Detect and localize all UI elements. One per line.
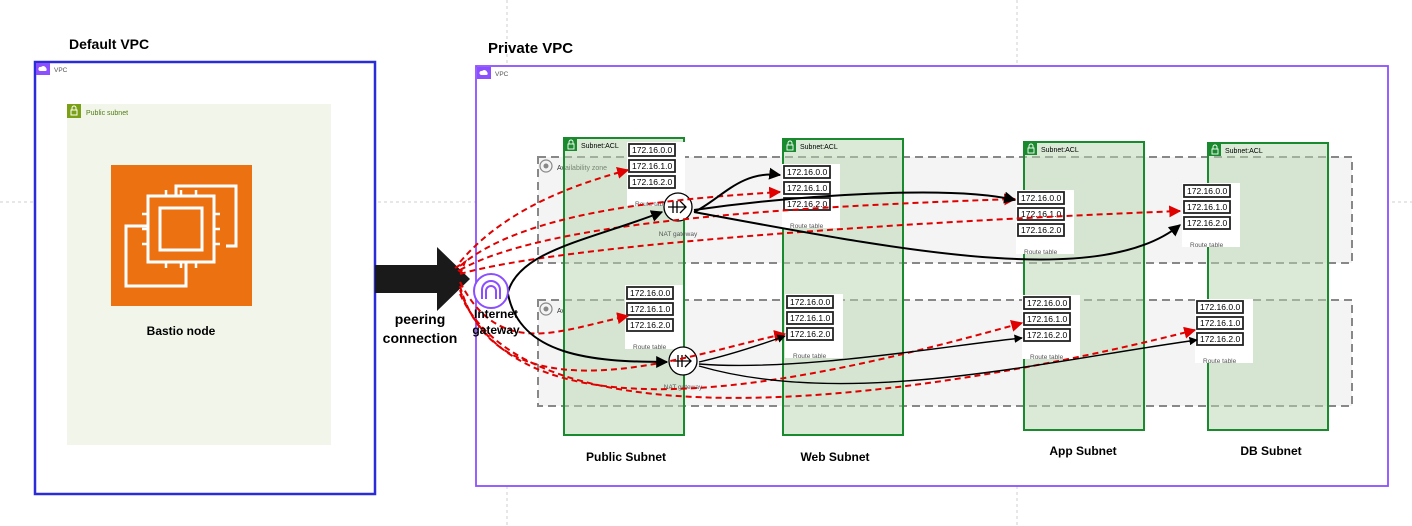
cidr-text: 172.16.0.0	[1027, 298, 1067, 308]
internet-gateway-label-line2: gateway	[472, 323, 520, 337]
availability-zone-icon	[539, 159, 553, 173]
route-table-label: Route table	[1203, 358, 1237, 365]
peering-label-line1: peering	[395, 311, 446, 327]
cidr-entry	[783, 165, 831, 179]
nat-gateway-label: NAT gateway	[659, 231, 698, 238]
private-vpc-title: Private VPC	[488, 40, 573, 57]
vpc-cloud-icon	[36, 63, 50, 75]
cidr-text: 172.16.2.0	[790, 329, 830, 339]
cidr-entry	[628, 159, 676, 173]
cidr-entry	[786, 295, 834, 309]
cidr-entry	[628, 143, 676, 157]
acl-label: Subnet:ACL	[1041, 147, 1079, 154]
cidr-entry	[1183, 184, 1231, 198]
subnet-title-public: Public Subnet	[586, 450, 666, 464]
route-arrows-red	[453, 166, 1197, 399]
cidr-text: 172.16.1.0	[630, 304, 670, 314]
peering-arrow	[375, 247, 470, 311]
cidr-entry	[786, 311, 834, 325]
cidr-text: 172.16.2.0	[1027, 330, 1067, 340]
route-table-label: Route table	[1024, 249, 1058, 256]
cidr-entry	[1183, 216, 1231, 230]
acl-label: Subnet:ACL	[1225, 148, 1263, 155]
cidr-text: 172.16.1.0	[790, 313, 830, 323]
cidr-entry	[1183, 200, 1231, 214]
cidr-entry	[1023, 328, 1071, 342]
cidr-entry	[1017, 223, 1065, 237]
acl-label: Subnet:ACL	[800, 144, 838, 151]
cidr-text: 172.16.0.0	[787, 167, 827, 177]
cidr-text: 172.16.0.0	[1021, 193, 1061, 203]
acl-label: Subnet:ACL	[581, 143, 619, 150]
private-vpc-tag: VPC	[495, 71, 509, 78]
cidr-entry	[1017, 191, 1065, 205]
availability-zone-2-label: Av	[557, 308, 566, 315]
cidr-entry	[1023, 312, 1071, 326]
cidr-entry	[783, 181, 831, 195]
cidr-text: 172.16.1.0	[1200, 318, 1240, 328]
subnet-column-app: Subnet:ACL	[1023, 141, 1145, 431]
cidr-text: 172.16.0.0	[630, 288, 670, 298]
cidr-entry	[626, 302, 674, 316]
subnet-title-web: Web Subnet	[800, 450, 869, 464]
default-vpc-title: Default VPC	[69, 36, 149, 52]
bastion-node-label: Bastio node	[147, 324, 216, 338]
cidr-text: 172.16.2.0	[1021, 225, 1061, 235]
internet-gateway-icon[interactable]	[473, 273, 509, 309]
cidr-text: 172.16.1.0	[1027, 314, 1067, 324]
cidr-text: 172.16.2.0	[632, 177, 672, 187]
subnet-title-db: DB Subnet	[1240, 444, 1301, 458]
cidr-entry	[628, 175, 676, 189]
cidr-text: 172.16.2.0	[1187, 218, 1227, 228]
route-table-label: Route table	[790, 223, 824, 230]
acl-lock-glyphs	[567, 139, 1219, 155]
nat-gateway-label: NAT gateway	[664, 384, 703, 391]
cidr-entry	[786, 327, 834, 341]
cidr-text: 172.16.1.0	[787, 183, 827, 193]
route-table-label: Route table	[1190, 242, 1224, 249]
cidr-text: 172.16.1.0	[1021, 209, 1061, 219]
cidr-text: 172.16.0.0	[790, 297, 830, 307]
cidr-entry	[626, 318, 674, 332]
cidr-text: 172.16.2.0	[787, 199, 827, 209]
route-table-label: Route table	[633, 344, 667, 351]
availability-zone-icon	[539, 302, 553, 316]
route-table-label: Route table	[1030, 354, 1064, 361]
nat-gateway-icon[interactable]	[663, 192, 693, 222]
cidr-entry	[1196, 300, 1244, 314]
cidr-text: 172.16.1.0	[632, 161, 672, 171]
cidr-entry	[626, 286, 674, 300]
cidr-text: 172.16.2.0	[1200, 334, 1240, 344]
cidr-entry	[1196, 316, 1244, 330]
route-table-label: Route table	[793, 353, 827, 360]
nat-gateway-icon[interactable]	[668, 346, 698, 376]
cidr-text: 172.16.1.0	[1187, 202, 1227, 212]
cidr-text: 172.16.0.0	[1187, 186, 1227, 196]
peering-label-line2: connection	[383, 330, 458, 346]
cidr-text: 172.16.0.0	[1200, 302, 1240, 312]
public-subnet-label: Public subnet	[86, 110, 128, 117]
default-vpc-tag: VPC	[54, 67, 68, 74]
public-subnet-lock-icon	[67, 104, 81, 118]
subnet-title-app: App Subnet	[1049, 444, 1116, 458]
vpc-cloud-icon	[477, 67, 491, 79]
route-arrows-black	[507, 167, 1198, 385]
internet-gateway-label-line1: Internet	[474, 307, 518, 321]
ec2-instance-icon[interactable]	[111, 165, 252, 306]
cidr-text: 172.16.2.0	[630, 320, 670, 330]
cidr-text: 172.16.0.0	[632, 145, 672, 155]
cidr-entry	[1023, 296, 1071, 310]
